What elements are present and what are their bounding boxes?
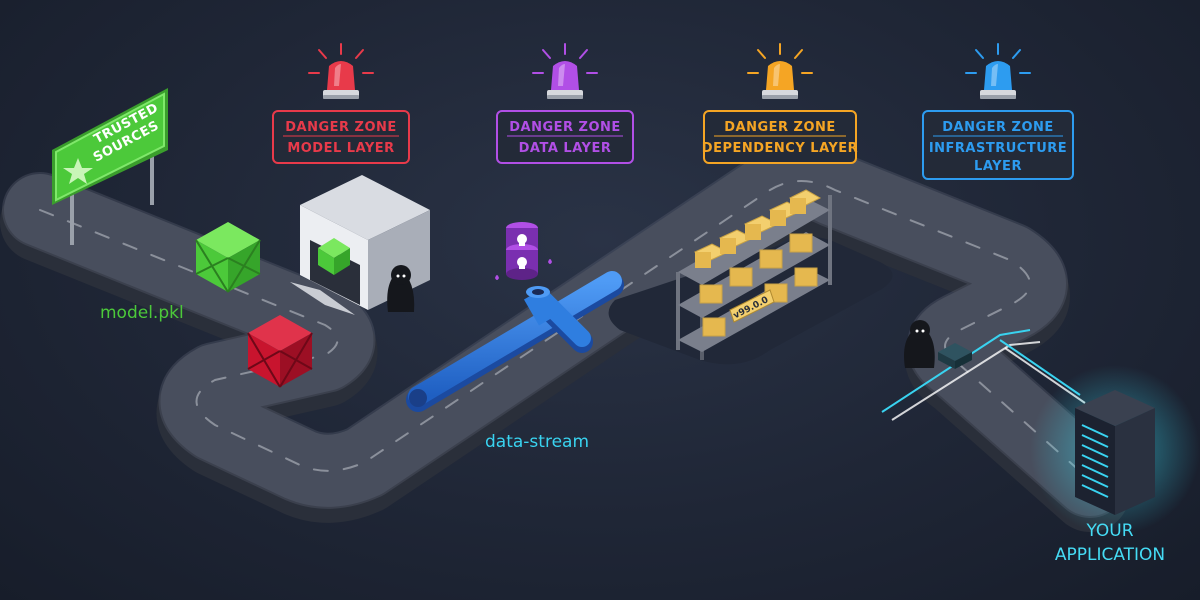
danger-zone-4: DANGER ZONE INFRASTRUCTURE LAYER bbox=[922, 43, 1074, 180]
zone-layer-name: MODEL LAYER bbox=[287, 141, 394, 156]
hooded-figure-icon bbox=[387, 265, 415, 312]
siren-icon bbox=[747, 43, 813, 99]
dependency-shelf: v99.0.0 bbox=[676, 189, 832, 360]
skull-icon bbox=[517, 234, 527, 246]
danger-zone-3: DANGER ZONE DEPENDENCY LAYER bbox=[702, 43, 858, 164]
siren-icon bbox=[532, 43, 598, 99]
zone-layer-name: DATA LAYER bbox=[519, 141, 612, 156]
data-stream-label: data-stream bbox=[485, 432, 589, 452]
data-pipe bbox=[406, 271, 624, 412]
zone-title: DANGER ZONE bbox=[724, 120, 836, 135]
zone-title: DANGER ZONE bbox=[285, 120, 397, 135]
siren-icon bbox=[965, 43, 1031, 99]
model-file-label: model.pkl bbox=[100, 303, 184, 323]
warehouse bbox=[290, 175, 430, 315]
malicious-crate bbox=[247, 315, 313, 388]
danger-zones: DANGER ZONE MODEL LAYER DANGER ZONE DATA LA… bbox=[272, 43, 1074, 180]
zone-layer-name: DEPENDENCY LAYER bbox=[702, 141, 858, 156]
zone-layer-name: INFRASTRUCTURE bbox=[929, 141, 1067, 156]
zone-layer-name-cont: LAYER bbox=[974, 159, 1022, 174]
danger-zone-2: DANGER ZONE DATA LAYER bbox=[496, 43, 634, 164]
star-icon bbox=[63, 158, 93, 184]
app-label-line1: YOUR bbox=[1085, 521, 1133, 541]
toxic-barrels bbox=[495, 222, 552, 280]
trusted-sources-sign: TRUSTED SOURCES bbox=[52, 88, 168, 245]
trusted-crate bbox=[195, 222, 261, 293]
hooded-figure-icon bbox=[904, 320, 935, 368]
app-label-line2: APPLICATION bbox=[1055, 545, 1165, 565]
server-icon bbox=[1030, 365, 1200, 535]
danger-zone-1: DANGER ZONE MODEL LAYER bbox=[272, 43, 410, 164]
skull-icon bbox=[517, 257, 527, 269]
zone-title: DANGER ZONE bbox=[509, 120, 621, 135]
zone-title: DANGER ZONE bbox=[942, 120, 1054, 135]
siren-icon bbox=[308, 43, 374, 99]
